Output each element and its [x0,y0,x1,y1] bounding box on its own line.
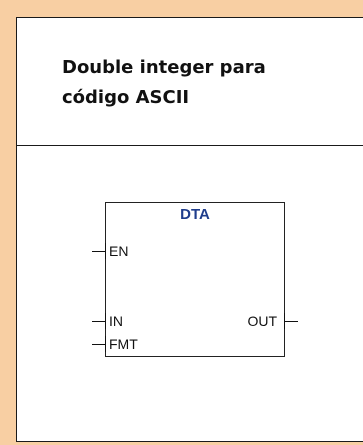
output-pin-out: OUT [247,313,277,329]
card-header: Double integer para código ASCII [17,18,363,146]
fmt-pin-line [92,344,106,345]
page-title: Double integer para código ASCII [62,57,266,108]
input-pin-in: IN [109,313,123,329]
function-block-name: DTA [180,206,210,223]
in-pin-tick [105,313,106,329]
in-pin-line [92,321,106,322]
en-pin-tick [105,243,106,259]
en-pin-line [92,251,106,252]
input-pin-fmt: FMT [109,336,138,352]
input-pin-en: EN [109,243,129,259]
out-pin-line [284,321,298,322]
function-block-dta: DTA EN IN FMT OUT [92,202,298,357]
ladder-diagram-area: DTA EN IN FMT OUT [17,146,363,443]
instruction-card: Double integer para código ASCII DTA EN … [16,17,363,442]
fmt-pin-tick [105,336,106,352]
